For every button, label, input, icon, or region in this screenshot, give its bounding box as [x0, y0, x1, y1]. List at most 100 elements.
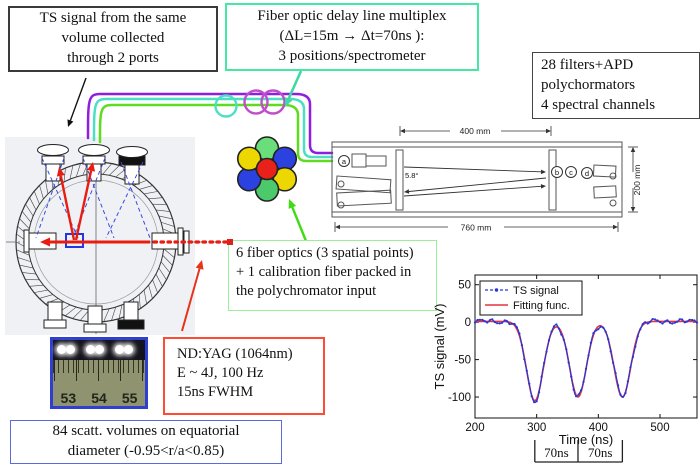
y-tick-label: -100 [448, 392, 471, 404]
ts-signal-marker [550, 331, 552, 333]
ts-signal-marker [612, 362, 614, 364]
nd-yag-laser-box: ND:YAG (1064nm) E ~ 4J, 100 Hz 15ns FWHM [163, 337, 325, 415]
screw [610, 200, 616, 206]
delay-line-box: Fiber optic delay line multiplex (ΔL=15m… [225, 3, 479, 71]
ts-signal-marker [639, 328, 641, 330]
nd-yag-line1: ND:YAG (1064nm) [177, 345, 323, 364]
ts-signal-marker [555, 323, 557, 325]
ts-signal-marker [565, 348, 567, 350]
ts-signal-marker [508, 323, 510, 325]
port-stem [125, 164, 139, 184]
arrow-fiberbox-to-bundle [292, 207, 306, 241]
ts-signal-marker [511, 323, 513, 325]
y-tick-label: 0 [465, 317, 471, 329]
ts-signal-marker [536, 400, 538, 402]
y-tick-label: -50 [454, 355, 471, 367]
ts-signal-marker [671, 322, 673, 324]
ts-signal-marker [615, 372, 617, 374]
ts-signal-marker [513, 323, 515, 325]
bundle-fiber-center [257, 159, 278, 180]
ts-signal-marker [622, 396, 624, 398]
ts-signal-marker [504, 319, 506, 321]
ts-signal-marker [619, 394, 621, 396]
ts-signal-marker [592, 332, 594, 334]
y-tick-label: 50 [458, 280, 471, 292]
ts-two-ports-line3: through 2 ports [10, 49, 216, 69]
dim-arrow-head [631, 147, 636, 152]
ts-signal-marker [595, 329, 597, 331]
ts-signal-marker [600, 326, 602, 328]
ts-signal-marker [491, 318, 493, 320]
internal-beam [409, 178, 546, 192]
collection-lens [38, 145, 69, 156]
fiber-bundle [238, 137, 297, 201]
polychromator-schematic: a b c d 5.8° 400 mm 760 mm 200 mm [332, 126, 642, 233]
dim-760mm: 760 mm [461, 223, 492, 233]
dim-arrow-head [631, 207, 636, 212]
ts-signal-marker [642, 323, 644, 325]
ts-signal-marker [484, 320, 486, 322]
fiber-optics-box: 6 fiber optics (3 spatial points) + 1 ca… [228, 240, 437, 311]
ts-signal-marker [582, 381, 584, 383]
ts-signal-marker [474, 322, 476, 324]
left-port-plate [24, 230, 29, 252]
collection-lens [79, 145, 110, 156]
internal-beam-head [404, 189, 409, 193]
ts-signal-marker [637, 335, 639, 337]
laser-spot [86, 345, 95, 354]
ts-signal-marker [691, 319, 693, 321]
photo-dark-strip [53, 340, 145, 360]
port-stem [48, 302, 62, 321]
internal-beam-head [541, 170, 546, 174]
arrow-ts-box-to-tokamak-head [67, 119, 73, 127]
delay-line-line3: 3 positions/spectrometer [227, 47, 477, 67]
dim-400mm: 400 mm [460, 126, 491, 136]
nd-yag-line3: 15ns FWHM [177, 383, 323, 402]
ts-signal-marker [521, 344, 523, 346]
ts-signal-marker [607, 338, 609, 340]
ts-two-ports-line2: volume collected [10, 29, 216, 49]
ts-signal-marker [528, 383, 530, 385]
ts-signal-marker [664, 320, 666, 322]
ts-signal-marker [647, 322, 649, 324]
ts-signal-marker [676, 321, 678, 323]
ts-signal-marker [627, 380, 629, 382]
input-mount [352, 154, 366, 167]
scattering-volumes-photo: 53 54 55 [50, 337, 148, 409]
ts-signal-marker [649, 321, 651, 323]
dim-arrow-head [335, 225, 340, 230]
collection-lens [117, 147, 148, 158]
corner-marker [227, 239, 233, 245]
port-letter-c: c [569, 168, 573, 177]
ruler-long-ticks [54, 360, 146, 381]
ts-signal-marker [476, 319, 478, 321]
ts-signal-marker [573, 389, 575, 391]
ts-signal-marker [679, 318, 681, 320]
legend-label-fit: Fitting func. [513, 300, 570, 312]
legend-marker-ts [495, 288, 498, 291]
partition-right [549, 150, 556, 210]
input-cylinder [366, 156, 386, 166]
laser-spot [66, 345, 75, 354]
internal-beam [404, 186, 541, 196]
interval-label: 70ns [588, 445, 613, 460]
ts-signal-marker [548, 339, 550, 341]
ts-signal-marker [570, 376, 572, 378]
ts-signal-marker [558, 328, 560, 330]
dim-arrow-head [400, 129, 405, 134]
ruler-number: 54 [91, 390, 107, 406]
ts-signal-marker [617, 384, 619, 386]
ts-signal-marker [602, 327, 604, 329]
port-flange-dark [118, 320, 144, 329]
ts-signal-marker [496, 322, 498, 324]
scattering-volumes-line2: diameter (-0.95<r/a<0.85) [11, 442, 281, 462]
beam-angle-label: 5.8° [405, 171, 418, 180]
ts-signal-marker [652, 318, 654, 320]
ts-signal-marker [693, 319, 695, 321]
y-axis-label: TS signal (mV) [432, 304, 447, 390]
ts-signal-marker [560, 333, 562, 335]
laser-spot [95, 345, 104, 354]
ruler-number: 55 [122, 390, 138, 406]
fiber-optics-line3: the polychromator input [236, 282, 436, 301]
ts-signal-marker [624, 392, 626, 394]
